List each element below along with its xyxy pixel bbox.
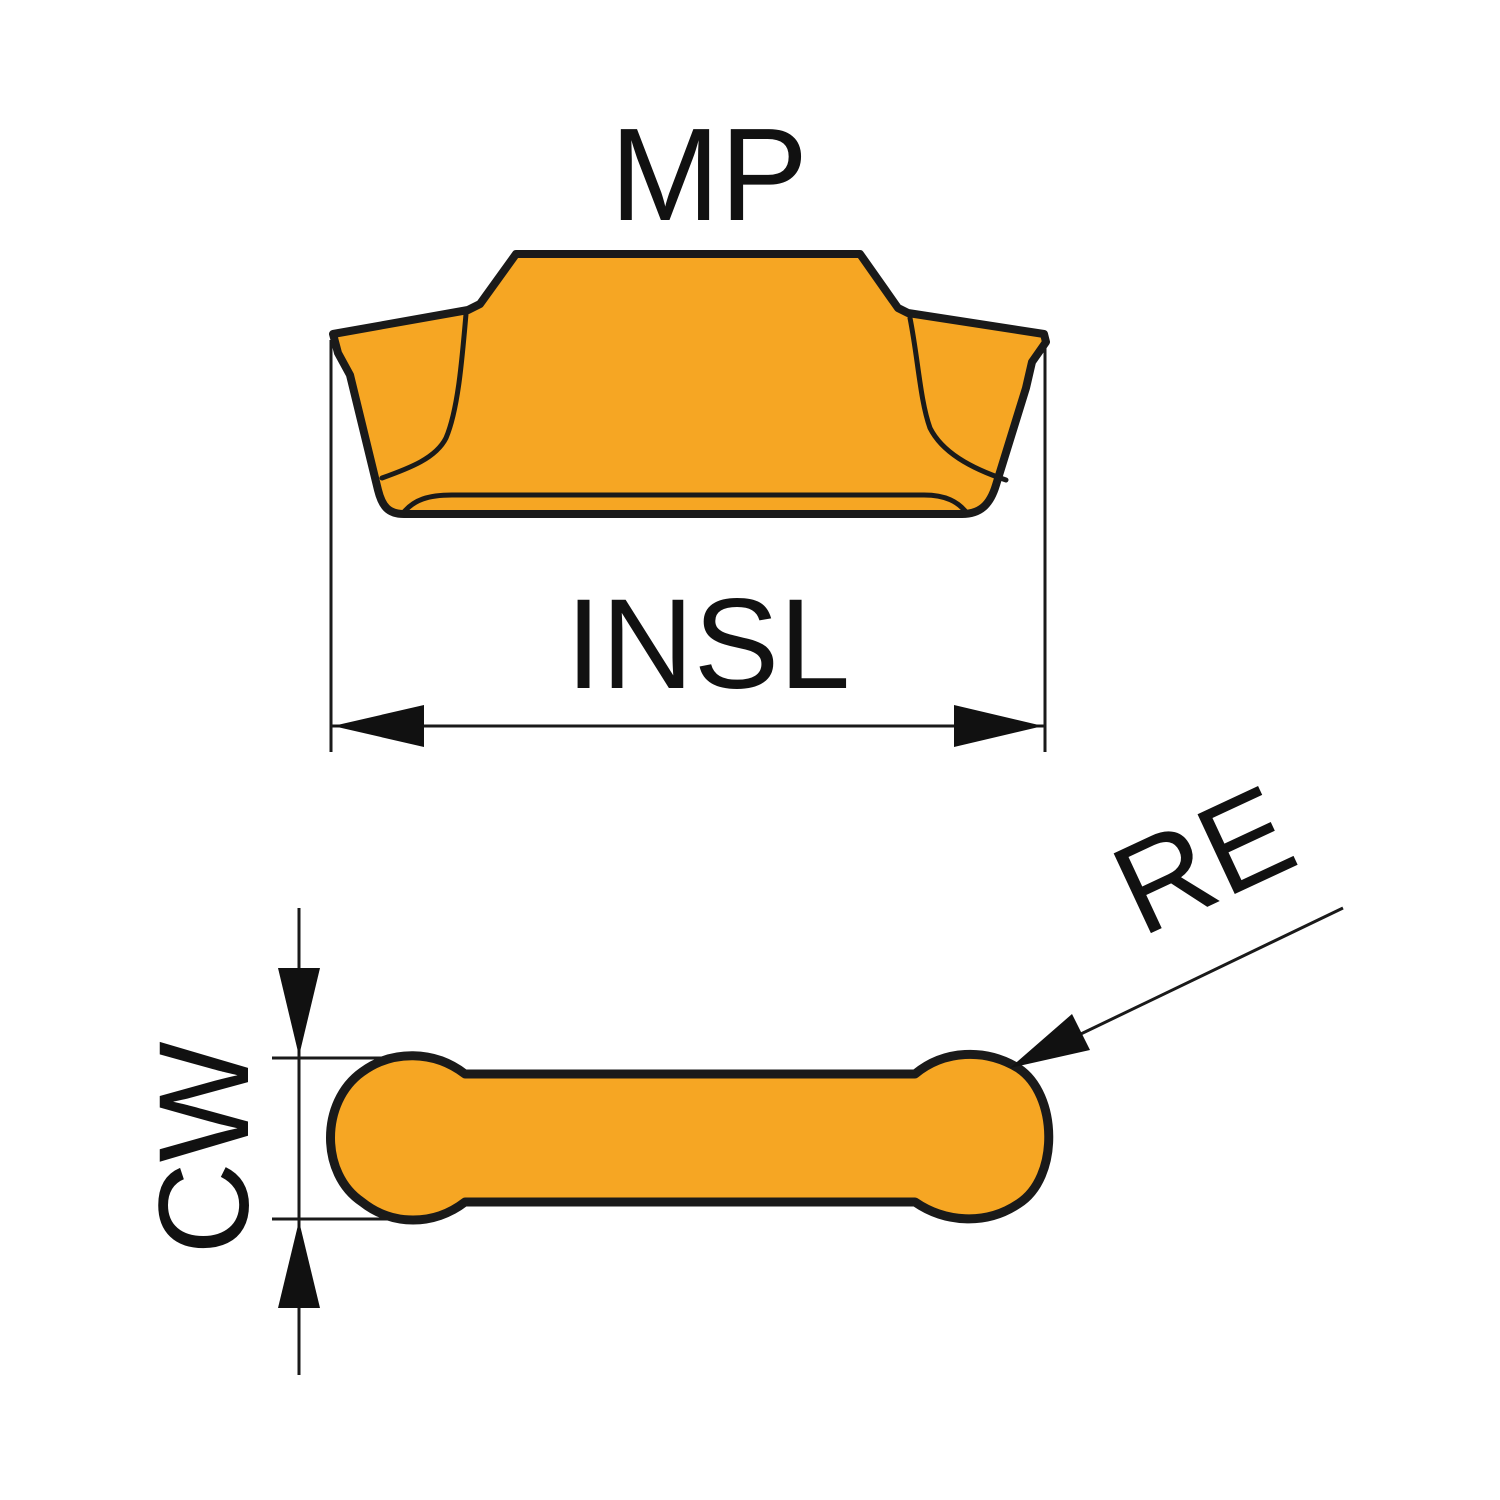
cw-dimension — [272, 908, 410, 1375]
insl-arrow-right — [954, 705, 1043, 747]
insert-side-bottom-chamfer-line — [401, 492, 969, 515]
insert-side-left-flank-line — [379, 311, 469, 481]
re-arrow — [1010, 1014, 1090, 1068]
insert-side-body — [329, 250, 1050, 518]
insert-side-right-flank-line — [907, 315, 1009, 483]
label-mp: MP — [610, 101, 808, 248]
re-leader-line — [1034, 906, 1344, 1058]
insert-top-view — [326, 1049, 1054, 1225]
insert-side-view — [329, 250, 1050, 518]
re-leader — [1010, 906, 1344, 1068]
label-re: RE — [1093, 758, 1315, 963]
cw-arrow-top — [278, 968, 320, 1056]
label-insl: INSL — [566, 573, 851, 716]
label-cw: CW — [133, 1041, 276, 1254]
insert-top-body — [326, 1049, 1054, 1225]
insl-dimension — [329, 340, 1047, 752]
insl-arrow-left — [333, 705, 424, 747]
cw-arrow-bottom — [278, 1221, 320, 1308]
